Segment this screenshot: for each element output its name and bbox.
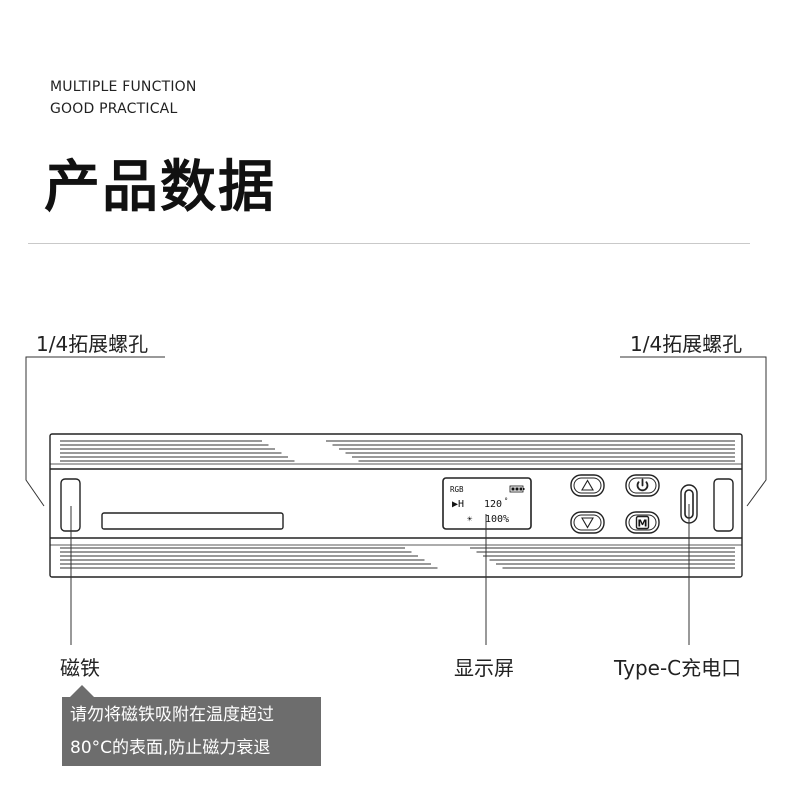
- callout-right-screw: [620, 356, 767, 507]
- menu-button-label: M: [638, 519, 648, 530]
- display-screen: RGB ▶H 120 ° ☀ 100%: [442, 477, 532, 530]
- vent-grille-top: [60, 440, 735, 462]
- right-magnet-slot: [713, 478, 734, 532]
- label-right-screw-hole: 1/4拓展螺孔: [630, 332, 743, 356]
- tagline-multiple-function: MULTIPLE FUNCTION: [50, 79, 197, 95]
- power-button[interactable]: [625, 474, 660, 497]
- screen-hue-unit: °: [504, 497, 508, 505]
- page-title: 产品数据: [44, 155, 276, 220]
- notice-line-2: 80°C的表面,防止磁力衰退: [70, 738, 271, 758]
- battery-icon: [509, 485, 525, 493]
- vent-grille-bottom: [60, 547, 735, 569]
- label-display: 显示屏: [454, 656, 514, 680]
- label-typec-port: Type-C充电口: [614, 656, 742, 680]
- screen-hue-prefix: ▶H: [452, 499, 464, 510]
- triangle-down-icon: [581, 517, 594, 529]
- header-divider: [28, 243, 750, 244]
- power-icon: [636, 478, 649, 492]
- screen-hue-value: 120: [484, 499, 502, 510]
- device-body: [49, 433, 743, 578]
- label-magnet: 磁铁: [60, 656, 100, 680]
- magnet-warning-notice: 请勿将磁铁吸附在温度超过 80°C的表面,防止磁力衰退: [62, 697, 321, 766]
- triangle-up-icon: [581, 479, 594, 491]
- notice-pointer: [70, 685, 94, 697]
- menu-button[interactable]: M: [625, 511, 660, 534]
- light-strip: [101, 512, 284, 530]
- down-button[interactable]: [570, 511, 605, 534]
- tagline-good-practical: GOOD PRACTICAL: [50, 101, 178, 117]
- up-button[interactable]: [570, 474, 605, 497]
- screen-brightness-icon: ☀: [467, 515, 473, 525]
- callout-left-screw: [25, 356, 165, 507]
- label-left-screw-hole: 1/4拓展螺孔: [36, 332, 149, 356]
- notice-line-1: 请勿将磁铁吸附在温度超过: [70, 705, 274, 725]
- screen-brightness-value: 100%: [485, 514, 509, 525]
- screen-mode-text: RGB: [450, 485, 464, 494]
